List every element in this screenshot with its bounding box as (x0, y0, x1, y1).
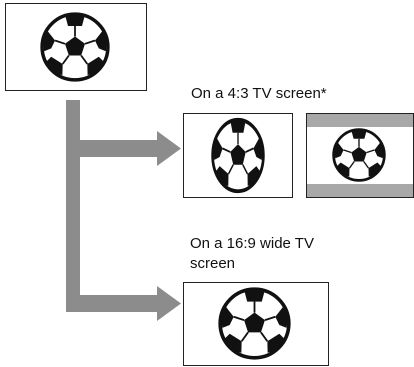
arrow-head-4-3 (157, 131, 181, 166)
caption-4-3-tv: On a 4:3 TV screen* (191, 85, 327, 102)
soccer-ball-icon (210, 117, 266, 194)
arrow-head-16-9 (157, 286, 181, 321)
soccer-ball-icon (40, 12, 110, 82)
tv-4-3-letterbox-frame (306, 113, 414, 198)
arrow-shaft-16-9 (80, 295, 157, 312)
arrow-shaft-4-3 (80, 140, 157, 157)
soccer-ball-icon (218, 287, 291, 360)
tv-4-3-squeezed-frame (183, 113, 293, 198)
soccer-ball-icon (332, 128, 386, 182)
source-frame (5, 3, 147, 91)
connector-arrows (66, 100, 181, 321)
letterbox-bar-top (307, 114, 413, 127)
tv-16-9-wide-frame (183, 282, 329, 366)
vertical-stem (66, 100, 80, 312)
caption-16-9-wide-tv: On a 16:9 wide TV screen (190, 235, 314, 272)
letterbox-bar-bottom (307, 184, 413, 197)
